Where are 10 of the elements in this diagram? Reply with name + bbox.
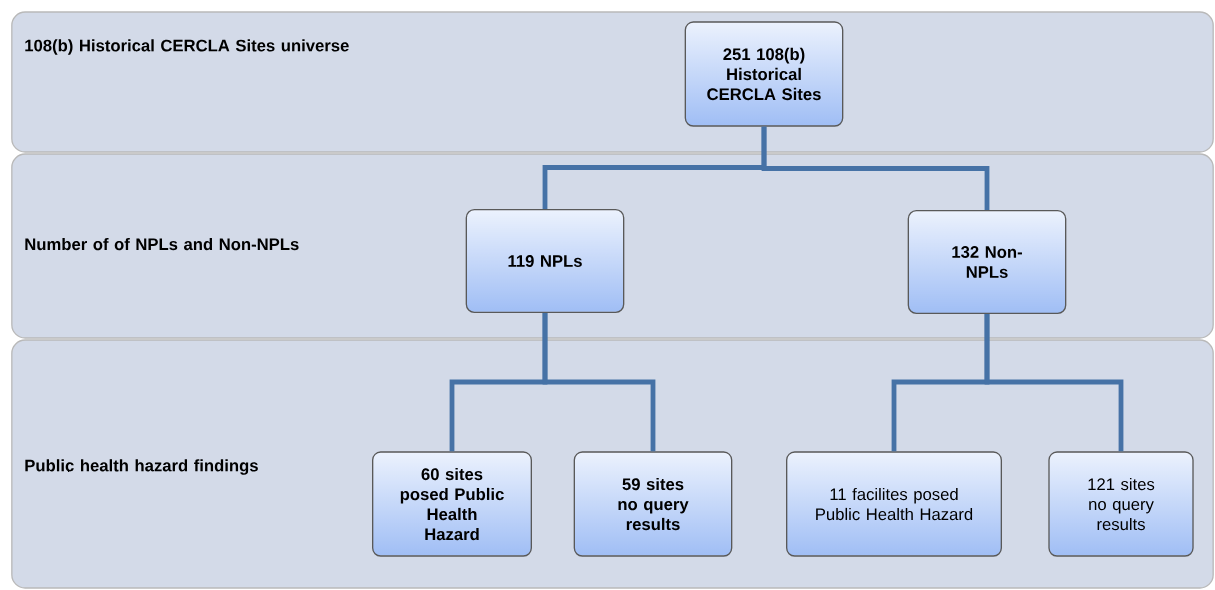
connector xyxy=(984,314,1124,452)
connector xyxy=(761,126,990,210)
box: 132 Non-NPLs xyxy=(907,210,1067,314)
box: 251 108(b) Historical CERCLA Sites xyxy=(684,21,844,127)
box: 60 sites posed Public Health Hazard xyxy=(372,451,532,557)
connector xyxy=(542,313,656,452)
box: 59 sites no query results xyxy=(573,451,733,557)
box: 119 NPLs xyxy=(465,209,625,313)
box: 121 sites no query results xyxy=(1048,451,1194,557)
box: 11 facilites posed Public Health Hazard xyxy=(786,451,1002,557)
